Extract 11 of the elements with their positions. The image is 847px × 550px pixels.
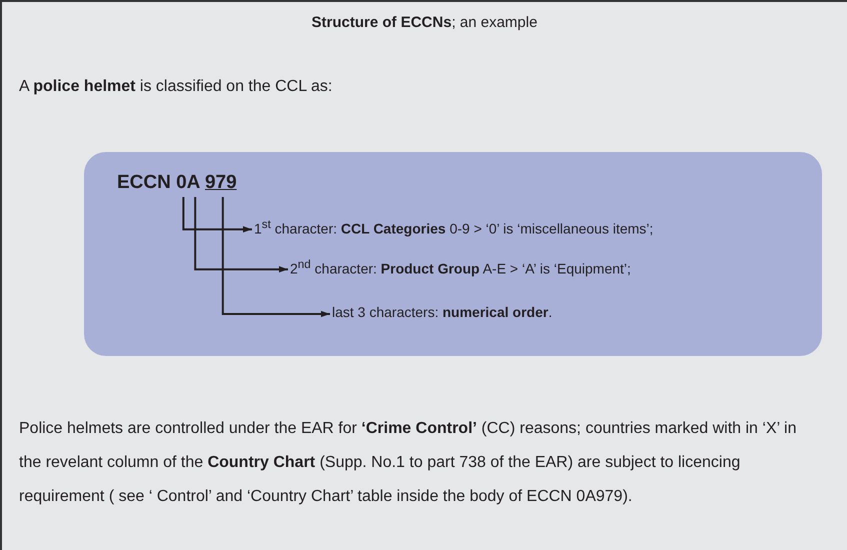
- panel-background: [84, 152, 822, 356]
- description-text: 2$^{nd}$ character: Product Group A-E > ‘A’ is ‘Equipment’;: [290, 258, 631, 277]
- description-text: last 3 characters: numerical order.: [332, 304, 552, 320]
- connector-arrow: [222, 197, 330, 318]
- intro-sentence: A police helmet is classified on the CCL as:: [19, 78, 332, 96]
- heading: Structure of ECCNs; an example: [310, 14, 538, 31]
- code-label: ECCN 0A 979: [117, 172, 237, 194]
- connector-arrow: [182, 197, 252, 232]
- description-text: 1$^{st}$ character: CCL Categories 0-9 > ‘0’ is ‘miscellaneous items’;: [254, 218, 654, 237]
- connector-arrow: [194, 197, 288, 272]
- body-paragraph: Police helmets are controlled under the EAR for ‘Crime Control’ (CC) reasons; countries marked with in ‘X’ in the revelant column of the Country Chart (Supp. No.1 to part 738 of the EAR) are subject to licencing requirement ( see ‘ Control’ and ‘Country Chart’ table inside the body of ECCN 0A979).: [19, 419, 798, 507]
